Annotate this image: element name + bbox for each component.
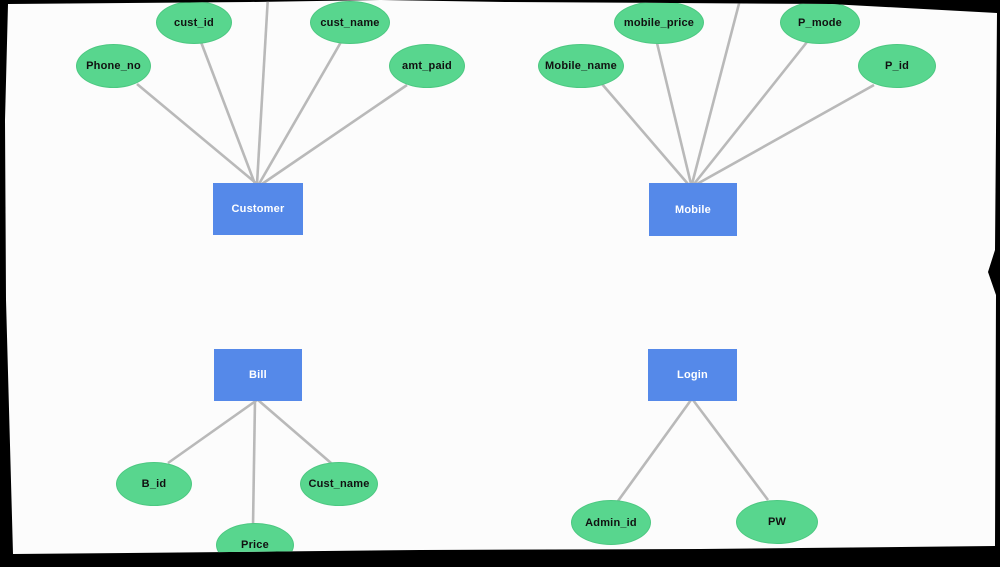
connector-line — [616, 399, 693, 502]
attribute-p-id: P_id — [858, 44, 936, 88]
connector-line — [692, 41, 809, 185]
connector-line — [257, 399, 332, 464]
attribute-p-mode: P_mode — [780, 1, 860, 44]
attribute-mobile-price: mobile_price — [614, 1, 704, 44]
attribute-cust-id: cust_id — [156, 1, 232, 44]
entity-login: Login — [648, 349, 737, 401]
connector-line — [251, 399, 257, 527]
connector-line — [257, 41, 343, 185]
attribute-b-id: B_id — [116, 462, 192, 506]
connector-line — [167, 398, 258, 465]
entity-customer: Customer — [213, 183, 303, 235]
connector-line — [655, 42, 693, 185]
connector-line — [696, 83, 875, 186]
connector-line — [255, 0, 270, 185]
connector-line — [691, 399, 770, 501]
entity-bill: Bill — [214, 349, 302, 401]
connector-line — [136, 83, 258, 185]
attribute-amt-paid: amt_paid — [389, 44, 465, 88]
attribute-cust-name-bill: Cust_name — [300, 462, 378, 506]
connector-line — [601, 83, 689, 185]
connector-line — [690, 0, 743, 185]
attribute-admin-id: Admin_id — [571, 500, 651, 545]
attribute-mobile-name: Mobile_name — [538, 44, 624, 88]
attribute-phone-no: Phone_no — [76, 44, 151, 88]
attribute-cust-name: cust_name — [310, 1, 390, 44]
connector-line — [261, 83, 408, 186]
entity-mobile: Mobile — [649, 183, 737, 236]
connector-line — [199, 41, 257, 185]
attribute-pw: PW — [736, 500, 818, 544]
attribute-price: Price — [216, 523, 294, 554]
